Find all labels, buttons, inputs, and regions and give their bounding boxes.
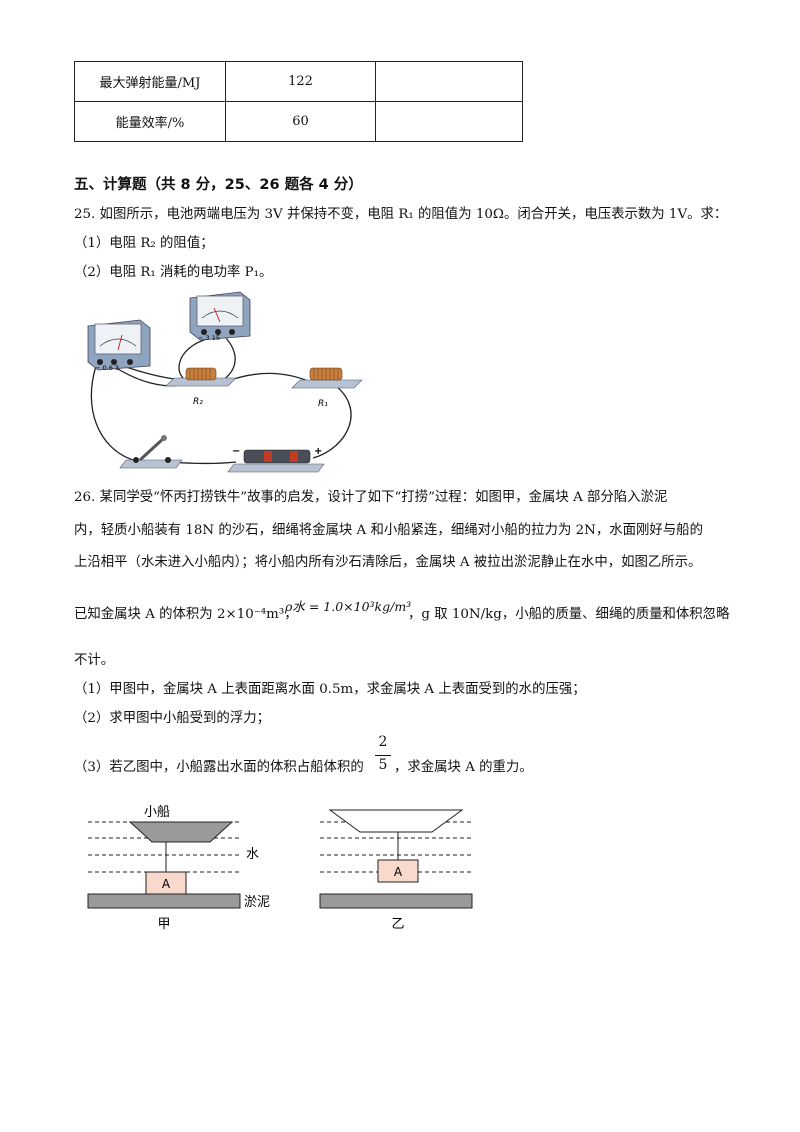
- voltmeter-scale: − 3 15: [198, 334, 220, 342]
- boat-figures: A 小船 水 淤泥 甲 A 乙: [87, 805, 473, 932]
- table-row: 最大弹射能量/MJ 122: [74, 61, 523, 102]
- caption-jia: 甲: [157, 917, 170, 932]
- q26-part3b: ，求金属块 A 的重力。: [394, 760, 533, 775]
- battery-plus-label: +: [314, 446, 322, 457]
- battery-minus-label: −: [232, 446, 240, 457]
- boat-label: 小船: [144, 805, 170, 820]
- table-cell-label: 最大弹射能量/MJ: [74, 61, 226, 102]
- section-heading: 五、计算题（共 8 分，25、26 题各 4 分）: [74, 177, 363, 193]
- table-cell-value: 60: [225, 101, 376, 142]
- r2-label: R₂: [193, 397, 203, 407]
- fraction-denominator: 5: [378, 757, 388, 773]
- q26-part3a: （3）若乙图中，小船露出水面的体积占船体积的: [74, 760, 364, 775]
- figure-jia: A 小船 水 淤泥 甲: [87, 805, 270, 932]
- circuit-figure: − 0.6 3 − 3 15 R₂ R₁ − +: [87, 291, 363, 473]
- q26-line-3: 上沿相平（水未进入小船内）；将小船内所有沙石清除后，金属块 A 被拉出淤泥静止在…: [74, 555, 702, 570]
- switch-icon: [119, 435, 183, 469]
- table-cell-value: 122: [225, 61, 376, 102]
- q26-part2: （2）求甲图中小船受到的浮力；: [74, 711, 270, 726]
- q26-part1: （1）甲图中，金属块 A 上表面距离水面 0.5m，求金属块 A 上表面受到的水…: [74, 682, 586, 697]
- q26-line-5: 不计。: [74, 653, 115, 668]
- data-table: 最大弹射能量/MJ 122 能量效率/% 60: [74, 61, 523, 142]
- battery-icon: − +: [227, 446, 325, 473]
- q26-line-4a: 已知金属块 A 的体积为 2×10⁻⁴m³，: [74, 607, 298, 622]
- mud-label: 淤泥: [244, 895, 270, 910]
- q26-line-1: 26. 某同学受“怀丙打捞铁牛”故事的启发，设计了如下“打捞”过程：如图甲，金属…: [74, 490, 668, 505]
- figure-yi: A 乙: [319, 809, 473, 932]
- table-cell-empty: [375, 61, 523, 102]
- block-a-label-left: A: [162, 877, 171, 891]
- mud-right: [319, 893, 473, 909]
- q26-line-2: 内，轻质小船装有 18N 的沙石，细绳将金属块 A 和小船紧连，细绳对小船的拉力…: [74, 523, 703, 538]
- block-a-label-right: A: [394, 865, 403, 879]
- water-label: 水: [246, 847, 259, 862]
- q25-stem: 25. 如图所示，电池两端电压为 3V 并保持不变，电阻 R₁ 的阻值为 10Ω…: [74, 207, 728, 222]
- block-a-right: [377, 859, 419, 883]
- mud-left: [87, 893, 241, 909]
- ammeter-icon: − 0.6 3: [87, 319, 151, 372]
- ammeter-scale: − 0.6 3: [95, 364, 119, 372]
- q26-line-4b: ，g 取 10N/kg，小船的质量、细绳的质量和体积忽略: [408, 607, 730, 622]
- table-row: 能量效率/% 60: [74, 101, 523, 142]
- fraction-numerator: 2: [378, 734, 388, 750]
- r1-label: R₁: [318, 399, 328, 409]
- q25-part2: （2）电阻 R₁ 消耗的电功率 P₁。: [74, 265, 273, 280]
- q25-part1: （1）电阻 R₂ 的阻值；: [74, 236, 214, 251]
- table-cell-empty: [375, 101, 523, 142]
- voltmeter-icon: − 3 15: [189, 291, 251, 342]
- fraction-bar: [375, 755, 391, 756]
- caption-yi: 乙: [391, 917, 404, 932]
- table-cell-label: 能量效率/%: [74, 101, 226, 142]
- q26-density-formula: ρ水 = 1.0×10³kg/m³: [285, 599, 412, 614]
- resistor-r2-icon: R₂: [165, 367, 237, 407]
- resistor-r1-icon: R₁: [291, 367, 363, 409]
